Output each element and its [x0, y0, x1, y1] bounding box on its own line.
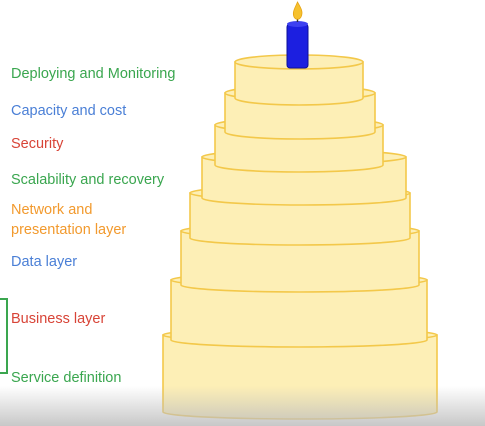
layer-label: Service definition: [11, 370, 122, 386]
layer-label: Data layer: [11, 254, 78, 270]
layer-label: Business layer: [11, 311, 106, 327]
cake-tiers: [162, 54, 438, 420]
layer-label: Capacity and cost: [11, 103, 127, 119]
layer-label: Security: [11, 136, 64, 152]
flame-icon: [292, 1, 303, 20]
layer-label: Scalability and recovery: [11, 172, 165, 188]
layer-label: Network and presentation layer: [11, 202, 127, 238]
layer-label: Deploying and Monitoring: [11, 66, 176, 82]
candle-icon: [286, 15, 309, 69]
bracket-marker: [0, 298, 8, 374]
